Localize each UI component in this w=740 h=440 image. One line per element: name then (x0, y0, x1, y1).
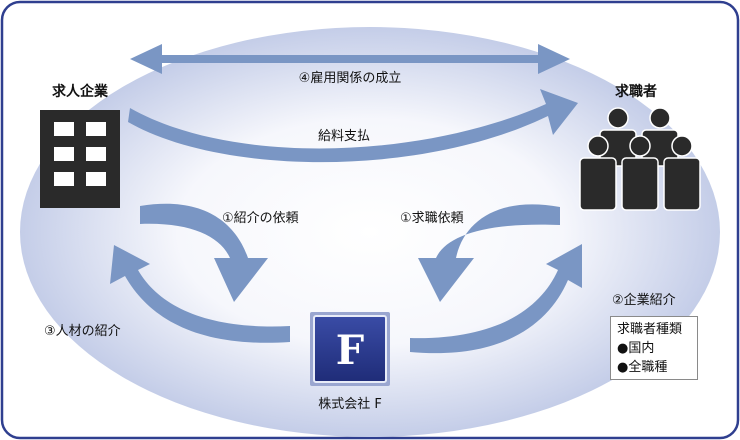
logo-letter: F (336, 327, 364, 374)
salary-label: 給料支払 (318, 129, 370, 144)
office-building-icon (40, 110, 120, 208)
seeker-type-item: ●国内 (617, 341, 655, 356)
people-group-icon (579, 107, 701, 211)
employment-arrow (130, 44, 570, 74)
job-request-arrow (418, 204, 560, 302)
seeker-types-box: 求職者種類 ●国内 ●全職種 (610, 316, 698, 380)
company-logo-icon: F (310, 312, 390, 386)
company-referral-label: ②企業紹介 (612, 292, 676, 308)
background-ellipse (20, 27, 720, 437)
salary-arrow (128, 89, 578, 163)
employer-label: 求人企業 (52, 83, 109, 100)
seeker-types-title: 求職者種類 (617, 322, 683, 337)
seeker-type-item: ●全職種 (617, 360, 668, 375)
referral-request-arrow (140, 203, 268, 302)
employment-label: ④雇用関係の成立 (299, 70, 402, 86)
job-request-label: ①求職依頼 (400, 211, 464, 226)
company-f-label: 株式会社 F (318, 396, 382, 412)
talent-referral-arrow (110, 245, 290, 343)
referral-request-label: ①紹介の依頼 (222, 211, 299, 226)
talent-referral-label: ③人材の紹介 (44, 324, 121, 339)
job-seeker-label: 求職者 (615, 83, 657, 100)
company-referral-arrow (410, 244, 582, 354)
